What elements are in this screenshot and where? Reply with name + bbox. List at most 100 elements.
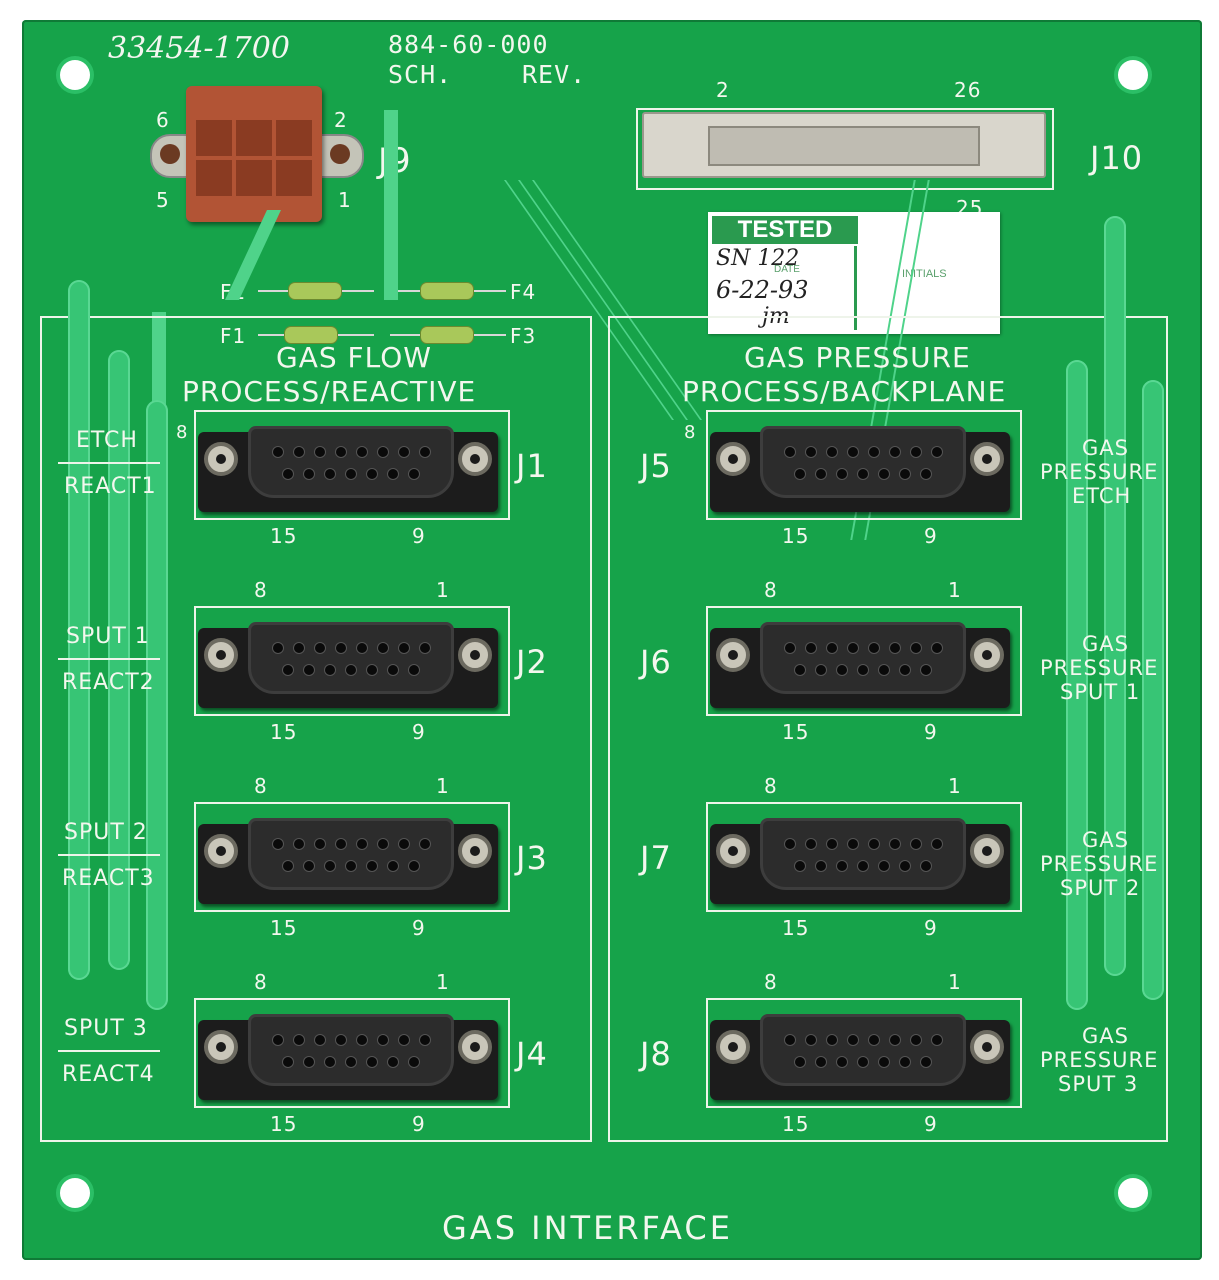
- socket-pin: [879, 1057, 889, 1067]
- socket-pin: [399, 447, 409, 457]
- j3-pin-15: 15: [270, 916, 298, 940]
- socket-pin: [827, 839, 837, 849]
- j1-screw-left: [204, 442, 238, 476]
- channel-label-sput2: SPUT 2: [64, 820, 148, 845]
- socket-pin: [879, 665, 889, 675]
- channel-label-react1: REACT1: [64, 474, 157, 499]
- socket-pin: [409, 469, 419, 479]
- j6-pin-9: 9: [924, 720, 938, 744]
- j1-pin-15: 15: [270, 524, 298, 548]
- j7-label: J7: [640, 839, 672, 877]
- j10-pin-2: 2: [716, 78, 730, 102]
- socket-pin: [388, 469, 398, 479]
- socket-pin: [869, 1035, 879, 1045]
- j6-screw-left: [716, 638, 750, 672]
- socket-pin: [879, 469, 889, 479]
- socket-pin: [304, 665, 314, 675]
- j2-screw-right: [458, 638, 492, 672]
- socket-pin: [806, 447, 816, 457]
- j3-label: J3: [516, 839, 548, 877]
- socket-pin: [346, 1057, 356, 1067]
- socket-pin: [848, 839, 858, 849]
- socket-pin: [378, 839, 388, 849]
- j3-connector: [198, 812, 508, 924]
- socket-pin: [837, 861, 847, 871]
- socket-pin: [837, 469, 847, 479]
- socket-pin: [336, 643, 346, 653]
- socket-pin: [304, 1057, 314, 1067]
- mounting-hole-bottom-right: [1118, 1178, 1148, 1208]
- j2-pin-9: 9: [412, 720, 426, 744]
- right-bus-strip-2: [1066, 360, 1088, 1010]
- schematic-number: 884-60-000: [388, 30, 549, 59]
- j5-label: J5: [640, 447, 672, 485]
- socket-pin: [357, 839, 367, 849]
- j8-pin-15: 15: [782, 1112, 810, 1136]
- j10-outline: [636, 108, 1054, 190]
- j4-screw-left: [204, 1030, 238, 1064]
- j7-outline: [706, 802, 1022, 912]
- revision-label: REV.: [522, 60, 587, 89]
- j7-screw-right: [970, 834, 1004, 868]
- socket-pin: [932, 1035, 942, 1045]
- j2-connector: [198, 616, 508, 728]
- j6-screw-right: [970, 638, 1004, 672]
- socket-pin: [858, 469, 868, 479]
- socket-pin: [336, 839, 346, 849]
- j4-outline: [194, 998, 510, 1108]
- socket-pin: [900, 665, 910, 675]
- socket-pin: [869, 643, 879, 653]
- socket-pin: [932, 447, 942, 457]
- socket-pin: [795, 665, 805, 675]
- left-bus-strip-2: [108, 350, 130, 970]
- j1-label: J1: [516, 447, 548, 485]
- socket-pin: [304, 861, 314, 871]
- j1-outline: [194, 410, 510, 520]
- socket-pin: [795, 469, 805, 479]
- j6-pin-15: 15: [782, 720, 810, 744]
- channel-label-sput1: SPUT 1: [66, 624, 150, 649]
- j5-screw-left: [716, 442, 750, 476]
- socket-pin: [848, 1035, 858, 1045]
- socket-pin: [890, 1035, 900, 1045]
- j8-screw-left: [716, 1030, 750, 1064]
- socket-pin: [837, 665, 847, 675]
- socket-pin: [378, 447, 388, 457]
- socket-pin: [283, 469, 293, 479]
- socket-pin: [315, 1035, 325, 1045]
- initials-label: INITIALS: [902, 268, 947, 280]
- socket-pin: [388, 1057, 398, 1067]
- gas-pressure-etch-line1: GAS: [1082, 436, 1129, 460]
- socket-pin: [911, 839, 921, 849]
- gas-pressure-title: GAS PRESSURE: [744, 341, 971, 374]
- channel-label-react3: REACT3: [62, 866, 155, 891]
- j3-screw-right: [458, 834, 492, 868]
- socket-pin: [325, 1057, 335, 1067]
- j7-pin-1: 1: [948, 774, 962, 798]
- j9-pin-6: 6: [156, 108, 170, 132]
- j9-pin-5: 5: [156, 188, 170, 212]
- socket-pin: [869, 839, 879, 849]
- socket-pin: [785, 447, 795, 457]
- j3-pin-8: 8: [254, 774, 268, 798]
- fuse-label-f3: F3: [510, 324, 537, 348]
- left-bus-strip-3: [146, 400, 168, 1010]
- socket-pin: [785, 643, 795, 653]
- socket-pin: [785, 1035, 795, 1045]
- fuse-f2: [288, 282, 342, 300]
- j5-screw-right: [970, 442, 1004, 476]
- gas-pressure-sput1-line1: GAS: [1082, 632, 1129, 656]
- j6-pin-1: 1: [948, 578, 962, 602]
- test-date: 6-22-93: [716, 276, 809, 304]
- j4-pin-9: 9: [412, 1112, 426, 1136]
- gas-flow-subtitle: PROCESS/REACTIVE: [182, 375, 477, 408]
- socket-pin: [357, 643, 367, 653]
- socket-pin: [367, 861, 377, 871]
- j5-connector: [710, 420, 1020, 532]
- socket-pin: [357, 447, 367, 457]
- socket-pin: [827, 1035, 837, 1045]
- socket-pin: [273, 1035, 283, 1045]
- socket-pin: [921, 1057, 931, 1067]
- j2-pin-15: 15: [270, 720, 298, 744]
- socket-pin: [304, 469, 314, 479]
